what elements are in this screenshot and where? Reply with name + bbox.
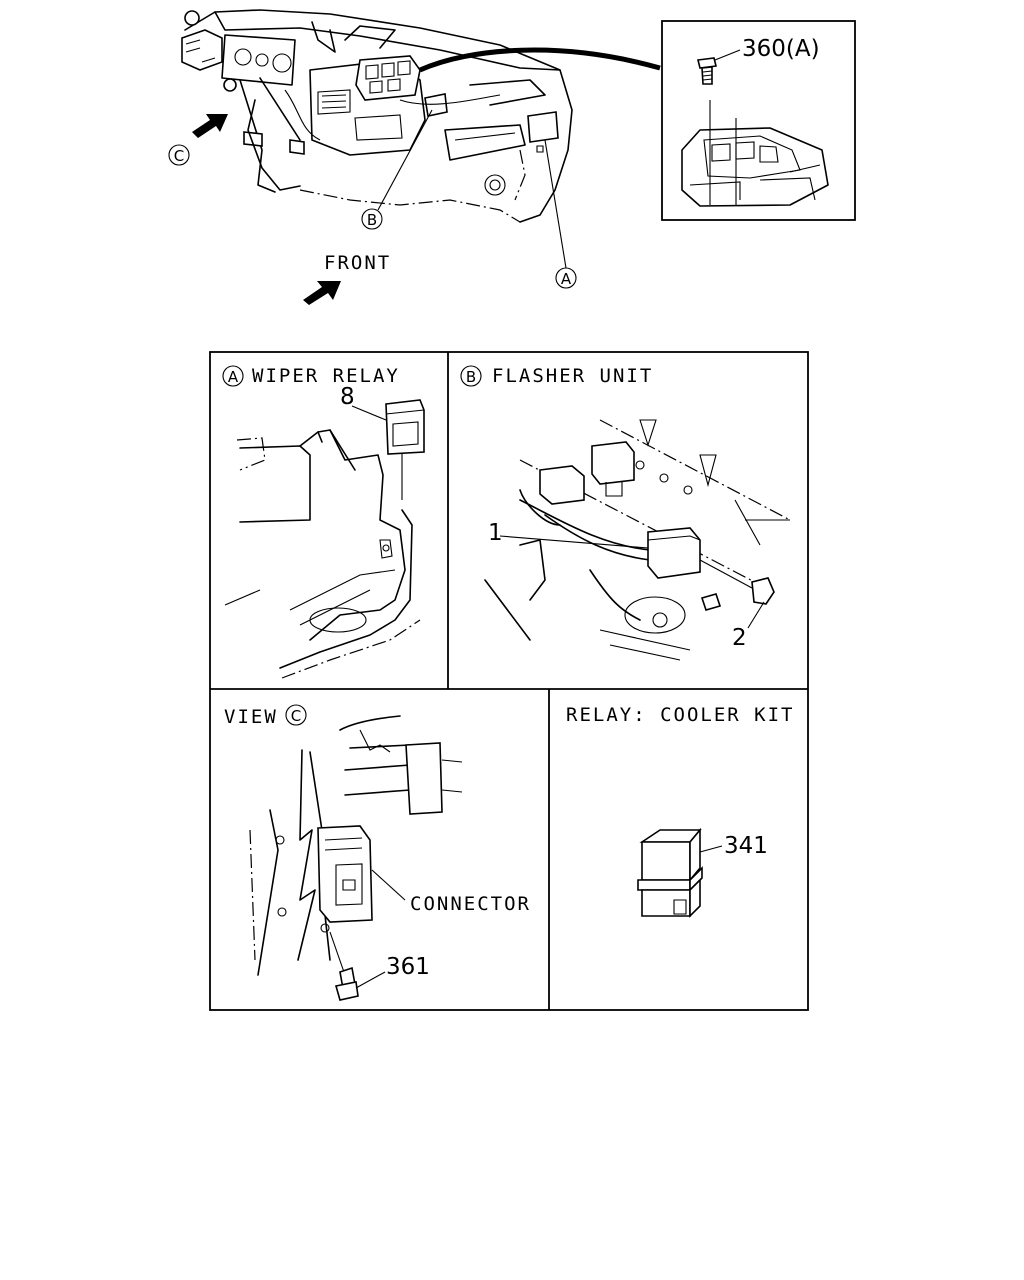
flasher-part-2: 2 (732, 625, 747, 651)
cooler-kit-panel: RELAY: COOLER KIT 341 (566, 704, 794, 918)
svg-text:B: B (466, 368, 476, 386)
svg-text:C: C (291, 707, 301, 725)
relay-block-detail: 360(A) (661, 20, 856, 221)
wiper-relay-title: WIPER RELAY (252, 365, 400, 387)
front-arrow-icon (303, 281, 341, 305)
front-label: FRONT (324, 252, 391, 274)
overview-marker-c: C (168, 144, 190, 166)
flasher-part-1: 1 (488, 520, 503, 546)
wiper-relay-part-number: 8 (340, 384, 355, 410)
svg-text:A: A (561, 270, 572, 288)
view-c-part-number: 361 (386, 954, 430, 980)
flasher-unit-title: FLASHER UNIT (492, 365, 653, 387)
cooler-kit-part-number: 341 (724, 833, 768, 859)
svg-text:B: B (367, 211, 377, 229)
callout-360: 360(A) (742, 36, 820, 62)
flasher-unit-panel: B FLASHER UNIT 1 2 (460, 365, 791, 661)
svg-text:A: A (228, 368, 239, 386)
connector-label: CONNECTOR (410, 893, 531, 915)
dashboard-overview (181, 9, 661, 269)
svg-text:C: C (174, 147, 184, 165)
detail-panels-frame (209, 351, 809, 1011)
wiper-relay-panel: A WIPER RELAY 8 (222, 365, 425, 679)
overview-marker-a: A (555, 267, 577, 289)
view-c-panel: VIEW C CONNECTOR 361 (224, 704, 531, 1001)
view-c-title: VIEW (224, 706, 278, 728)
cooler-kit-title: RELAY: COOLER KIT (566, 704, 794, 726)
overview-marker-b: B (361, 208, 383, 230)
